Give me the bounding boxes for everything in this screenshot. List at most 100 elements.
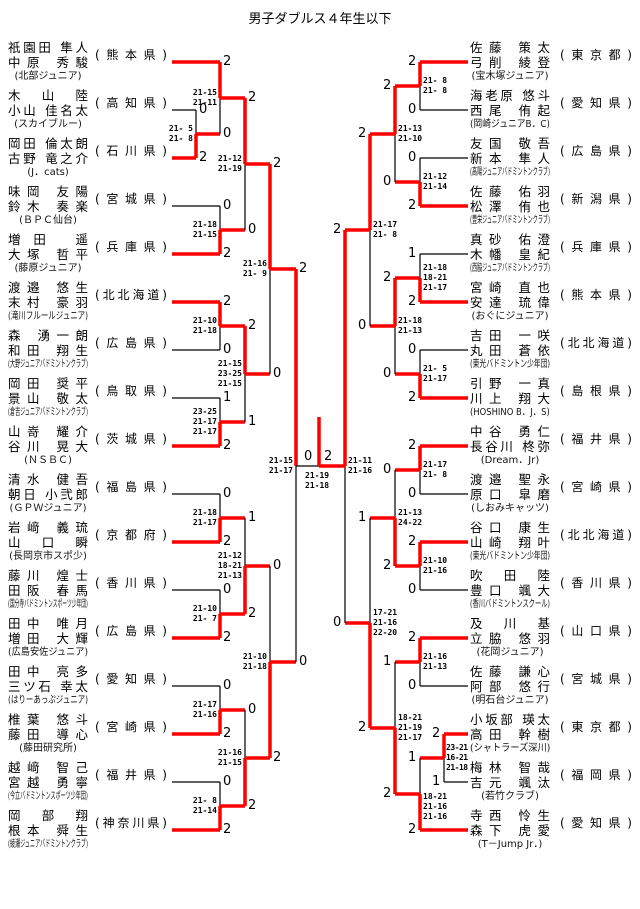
player-name: 根本 舜生 <box>8 823 88 838</box>
player-name: 寺西 怜生 <box>470 808 550 823</box>
prefecture: (福岡県) <box>560 768 632 782</box>
game-score: 21- 8 <box>373 230 398 239</box>
game-score: 21- 8 <box>192 796 217 805</box>
player-name: 増田 大輝 <box>8 631 88 646</box>
club-name: (長岡京市スポ少) <box>9 551 87 562</box>
player-name: 佐藤 佑羽 <box>470 184 550 199</box>
player-name: 大塚 哲平 <box>8 247 88 262</box>
player-name: 越﨑 智己 <box>8 760 88 775</box>
club-name: (シャトラーズ深川) <box>470 743 551 754</box>
match-score: 2 <box>248 606 257 621</box>
match-score: 0 <box>408 678 417 693</box>
player-name: 景山 敬太 <box>8 391 88 406</box>
team-entry: 真砂 佑澄木幡 皇紀(西脇ジュニアバドミントンクラブ) <box>470 232 550 275</box>
prefecture: (福井県) <box>560 432 632 446</box>
game-score: 18-21 <box>423 792 448 801</box>
game-score: 21-15 <box>192 88 217 97</box>
match-score: 0 <box>248 702 257 717</box>
team-entry: 山嵜 耀介谷川 晃大(ＮＳＢＣ) <box>8 424 88 467</box>
club-name: (はりーあっぷジュニア) <box>8 695 89 706</box>
player-name: 田中 唯月 <box>8 616 88 631</box>
player-name: 藤田 導心 <box>8 727 88 742</box>
game-score: 21-13 <box>398 508 423 517</box>
team-entry: 寺西 怜生森下 虎愛(T－Jump Jr．) <box>470 808 550 851</box>
player-name: 岡田 倫太朗 <box>8 136 88 151</box>
game-score: 21-17 <box>423 283 448 292</box>
club-name: (綾瀬ジュニアバドミントンクラブ) <box>8 839 89 850</box>
match-score: 0 <box>408 342 417 357</box>
player-name: 弓削 綾登 <box>470 55 550 70</box>
prefecture: (山口県) <box>560 624 632 638</box>
team-entry: 佐藤 謙心阿部 悠行(明石台ジュニア) <box>470 664 550 707</box>
prefecture: (茨城県) <box>95 432 167 446</box>
game-score: 21-17 <box>423 374 448 383</box>
game-score: 21-13 <box>398 326 423 335</box>
player-name: 及 川 基 <box>470 616 550 631</box>
match-score: 1 <box>408 246 417 261</box>
team-entry: 海老原 悠斗西尾 侑起(岡崎ジュニアB．C) <box>470 88 550 131</box>
game-score: 21-17 <box>192 427 217 436</box>
prefecture: (東京都) <box>560 720 632 734</box>
club-name: (東光バドミントン少年団) <box>470 359 551 370</box>
prefecture: (宮城県) <box>95 192 167 206</box>
game-score: 21- 9 <box>242 269 267 278</box>
club-name: (香川バドミントンスクール) <box>470 599 550 610</box>
player-name: 松澤 侑也 <box>470 199 550 214</box>
club-name: (明石台ジュニア) <box>471 695 549 706</box>
match-score: 1 <box>223 390 232 405</box>
prefecture: (高知県) <box>95 96 167 110</box>
match-score: 2 <box>223 294 232 309</box>
club-name: (HOSHINO B．J．S) <box>470 407 550 418</box>
match-score: 0 <box>223 342 232 357</box>
player-name: 山崎 翔叶 <box>470 535 550 550</box>
match-score: 2 <box>408 438 417 453</box>
club-name: (広島安佐ジュニア) <box>8 647 89 658</box>
player-name: 宮崎 直也 <box>470 280 550 295</box>
match-score: 0 <box>223 582 232 597</box>
game-score: 16-21 <box>446 753 468 762</box>
team-entry: 引野 一真川上 翔大(HOSHINO B．J．S) <box>470 376 550 419</box>
club-name: (若竹クラブ) <box>481 791 539 802</box>
player-name: 末村 豪羽 <box>8 295 88 310</box>
prefecture: (神奈川県) <box>95 816 167 830</box>
match-score: 2 <box>408 822 417 837</box>
team-entry: 田中 唯月増田 大輝(広島安佐ジュニア) <box>8 616 88 659</box>
match-score: 2 <box>408 630 417 645</box>
game-score: 21-15 <box>268 456 293 465</box>
game-score: 21-16 <box>423 566 448 575</box>
final-score-right: 2 <box>324 449 333 464</box>
game-score: 21-10 <box>192 316 217 325</box>
player-name: 高田 幹樹 <box>470 727 550 742</box>
player-name: 中谷 勇仁 <box>470 424 550 439</box>
game-score: 21-16 <box>348 466 373 475</box>
game-score: 21- 5 <box>168 124 193 133</box>
match-score: 0 <box>223 774 232 789</box>
club-name: (西脇ジュニアバドミントンクラブ) <box>470 263 551 274</box>
player-name: 田阪 春馬 <box>8 583 88 598</box>
match-score: 1 <box>358 510 367 525</box>
match-score: 2 <box>408 390 417 405</box>
team-entry: 佐藤 佑羽松澤 侑也(豊栄ジュニアバドミントンクラブ) <box>470 184 550 227</box>
player-name: 清水 健吾 <box>8 472 88 487</box>
match-score: 2 <box>358 126 367 141</box>
match-score: 0 <box>223 678 232 693</box>
club-name: (藤田研究所) <box>19 743 77 754</box>
prefecture: (宮城県) <box>560 672 632 686</box>
game-score: 21-16 <box>423 802 448 811</box>
game-score: 21-16 <box>192 710 217 719</box>
club-name: (ＮＳＢＣ) <box>24 455 72 466</box>
player-name: 朝日 小弐郎 <box>8 487 88 502</box>
match-score: 1 <box>432 774 441 789</box>
match-score: 1 <box>248 510 257 525</box>
match-score: 0 <box>408 486 417 501</box>
game-score: 21-15 <box>217 758 242 767</box>
team-entry: 梅林 智哉吉元 颯汰(若竹クラブ) <box>470 760 550 803</box>
club-name: (しおみキャッツ) <box>471 503 549 514</box>
